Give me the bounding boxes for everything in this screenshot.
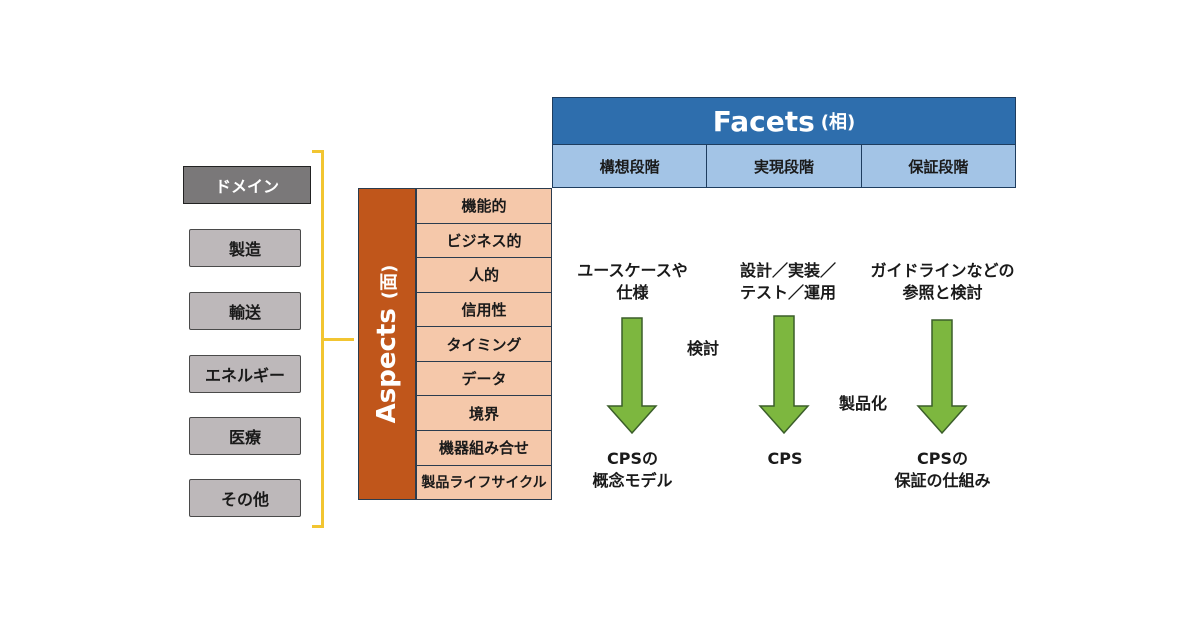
domain-item-manufacturing: 製造 <box>189 229 301 267</box>
aspect-item: ビジネス的 <box>417 223 551 259</box>
domain-item-other: その他 <box>189 479 301 517</box>
flow2-output-line1: CPS <box>767 449 803 468</box>
flow3-input-line2: 参照と検討 <box>902 283 983 302</box>
flow1-input-line2: 仕様 <box>616 283 649 302</box>
down-arrow-icon <box>758 315 810 435</box>
flow3-input-line1: ガイドラインなどの <box>870 261 1015 280</box>
aspect-item: 信用性 <box>417 292 551 328</box>
flow2-input-line1: 設計／実装／ <box>739 261 836 280</box>
flow1-input-line1: ユースケースや <box>577 261 688 280</box>
aspect-item: 境界 <box>417 396 551 431</box>
aspect-item: 機器組み合せ <box>417 430 551 466</box>
facets-title-jp: (相) <box>820 112 856 133</box>
down-arrow-icon <box>606 317 658 435</box>
facets-stages: 構想段階 実現段階 保証段階 <box>552 145 1016 188</box>
domain-brace <box>312 150 324 528</box>
stage-concept: 構想段階 <box>553 145 708 187</box>
domain-item-medical: 医療 <box>189 417 301 455</box>
aspect-list: 機能的 ビジネス的 人的 信用性 タイミング データ 境界 機器組み合せ 製品ラ… <box>416 188 552 500</box>
stage-assurance: 保証段階 <box>861 145 1015 187</box>
down-arrow-icon <box>916 319 968 435</box>
flow3-output: CPSの 保証の仕組み <box>870 448 1015 492</box>
flow1-output: CPSの 概念モデル <box>565 448 700 492</box>
flow1-input: ユースケースや 仕様 <box>560 260 705 304</box>
facets-header: Facets (相) <box>552 97 1016 145</box>
flow3-output-line2: 保証の仕組み <box>894 471 991 490</box>
stage-realization: 実現段階 <box>707 145 862 187</box>
flow3-output-line1: CPSの <box>917 449 968 468</box>
transition-review: 検討 <box>686 339 719 358</box>
flow2-output: CPS <box>740 448 830 470</box>
aspects-title-jp: (面) <box>379 264 400 300</box>
flow1-output-line1: CPSの <box>607 449 658 468</box>
aspect-item: 人的 <box>417 258 551 293</box>
domain-item-energy: エネルギー <box>189 355 301 393</box>
aspect-item: 製品ライフサイクル <box>417 465 551 500</box>
aspects-title-en: Aspects <box>372 308 402 424</box>
aspect-item: 機能的 <box>417 189 551 224</box>
domain-item-transport: 輸送 <box>189 292 301 330</box>
flow2-input: 設計／実装／ テスト／運用 <box>718 260 858 304</box>
flow1-output-line2: 概念モデル <box>592 471 673 490</box>
brace-connector <box>324 338 354 341</box>
transition-productize: 製品化 <box>838 394 887 413</box>
facets-title-en: Facets <box>712 104 815 138</box>
aspect-item: タイミング <box>417 327 551 362</box>
aspects-title: Aspects (面) <box>372 265 402 424</box>
aspects-bar: Aspects (面) <box>358 188 416 500</box>
aspect-item: データ <box>417 361 551 397</box>
flow3-input: ガイドラインなどの 参照と検討 <box>860 260 1025 304</box>
domain-header: ドメイン <box>183 166 311 204</box>
flow2-input-line2: テスト／運用 <box>739 283 836 302</box>
